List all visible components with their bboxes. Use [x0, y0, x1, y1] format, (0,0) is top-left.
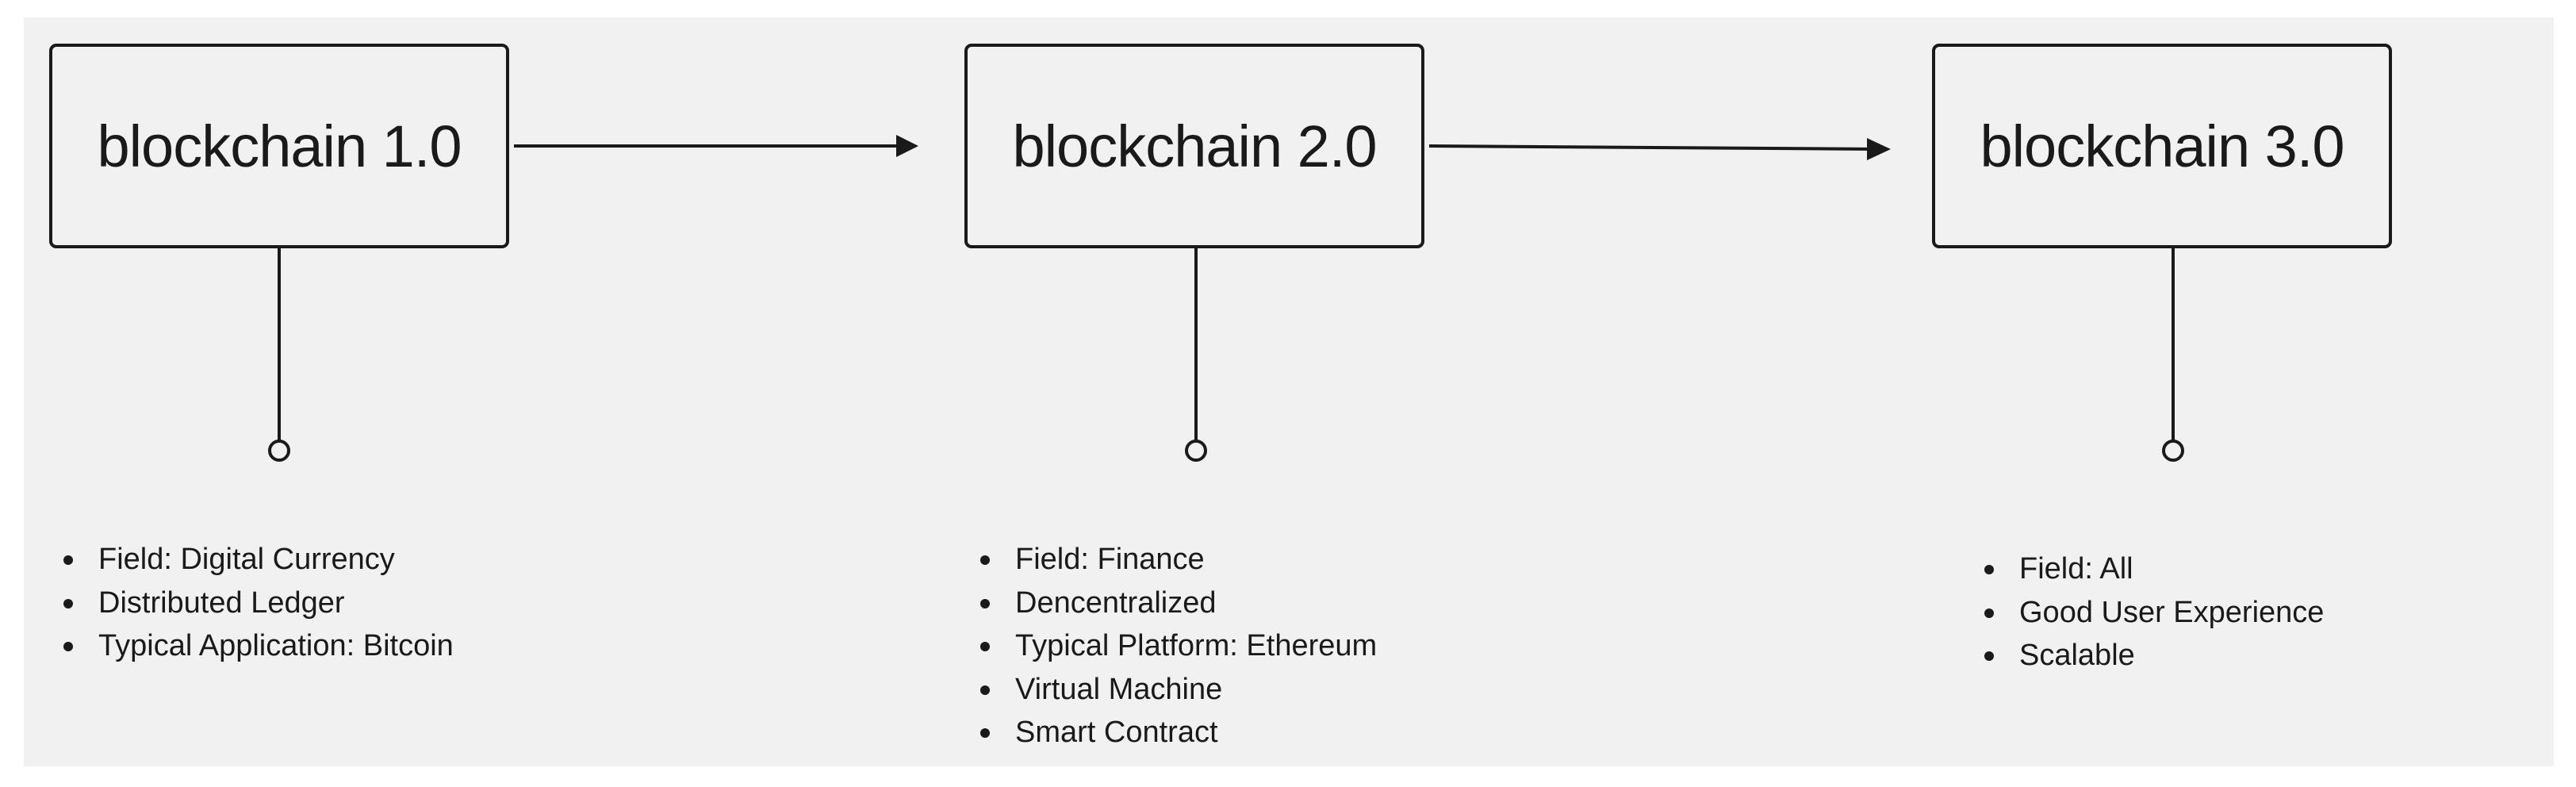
stage-title-2: blockchain 2.0 — [1012, 113, 1377, 179]
feature-item: Field: Digital Currency — [57, 538, 454, 582]
stage-title-1: blockchain 1.0 — [97, 113, 462, 179]
feature-list-1: Field: Digital Currency Distributed Ledg… — [57, 538, 454, 668]
feature-item: Good User Experience — [1978, 591, 2324, 635]
feature-item: Scalable — [1978, 634, 2324, 678]
feature-item: Distributed Ledger — [57, 582, 454, 625]
stage-title-3: blockchain 3.0 — [1980, 113, 2344, 179]
feature-item: Dencentralized — [974, 582, 1377, 625]
arrow-stage-1-to-2 — [514, 135, 918, 157]
feature-item: Typical Application: Bitcoin — [57, 624, 454, 668]
feature-list-2: Field: Finance Dencentralized Typical Pl… — [974, 538, 1377, 754]
feature-item: Virtual Machine — [974, 668, 1377, 712]
feature-item: Field: All — [1978, 547, 2324, 591]
connector-stage-2 — [1185, 248, 1207, 462]
stage-box-1: blockchain 1.0 — [49, 44, 509, 248]
feature-item: Typical Platform: Ethereum — [974, 624, 1377, 668]
stage-box-3: blockchain 3.0 — [1932, 44, 2392, 248]
feature-list-3: Field: All Good User Experience Scalable — [1978, 547, 2324, 678]
feature-item: Smart Contract — [974, 711, 1377, 754]
feature-item: Field: Finance — [974, 538, 1377, 582]
arrow-stage-2-to-3 — [1428, 138, 1891, 160]
connector-stage-1 — [268, 248, 290, 462]
connector-stage-3 — [2162, 248, 2184, 462]
stage-box-2: blockchain 2.0 — [964, 44, 1424, 248]
